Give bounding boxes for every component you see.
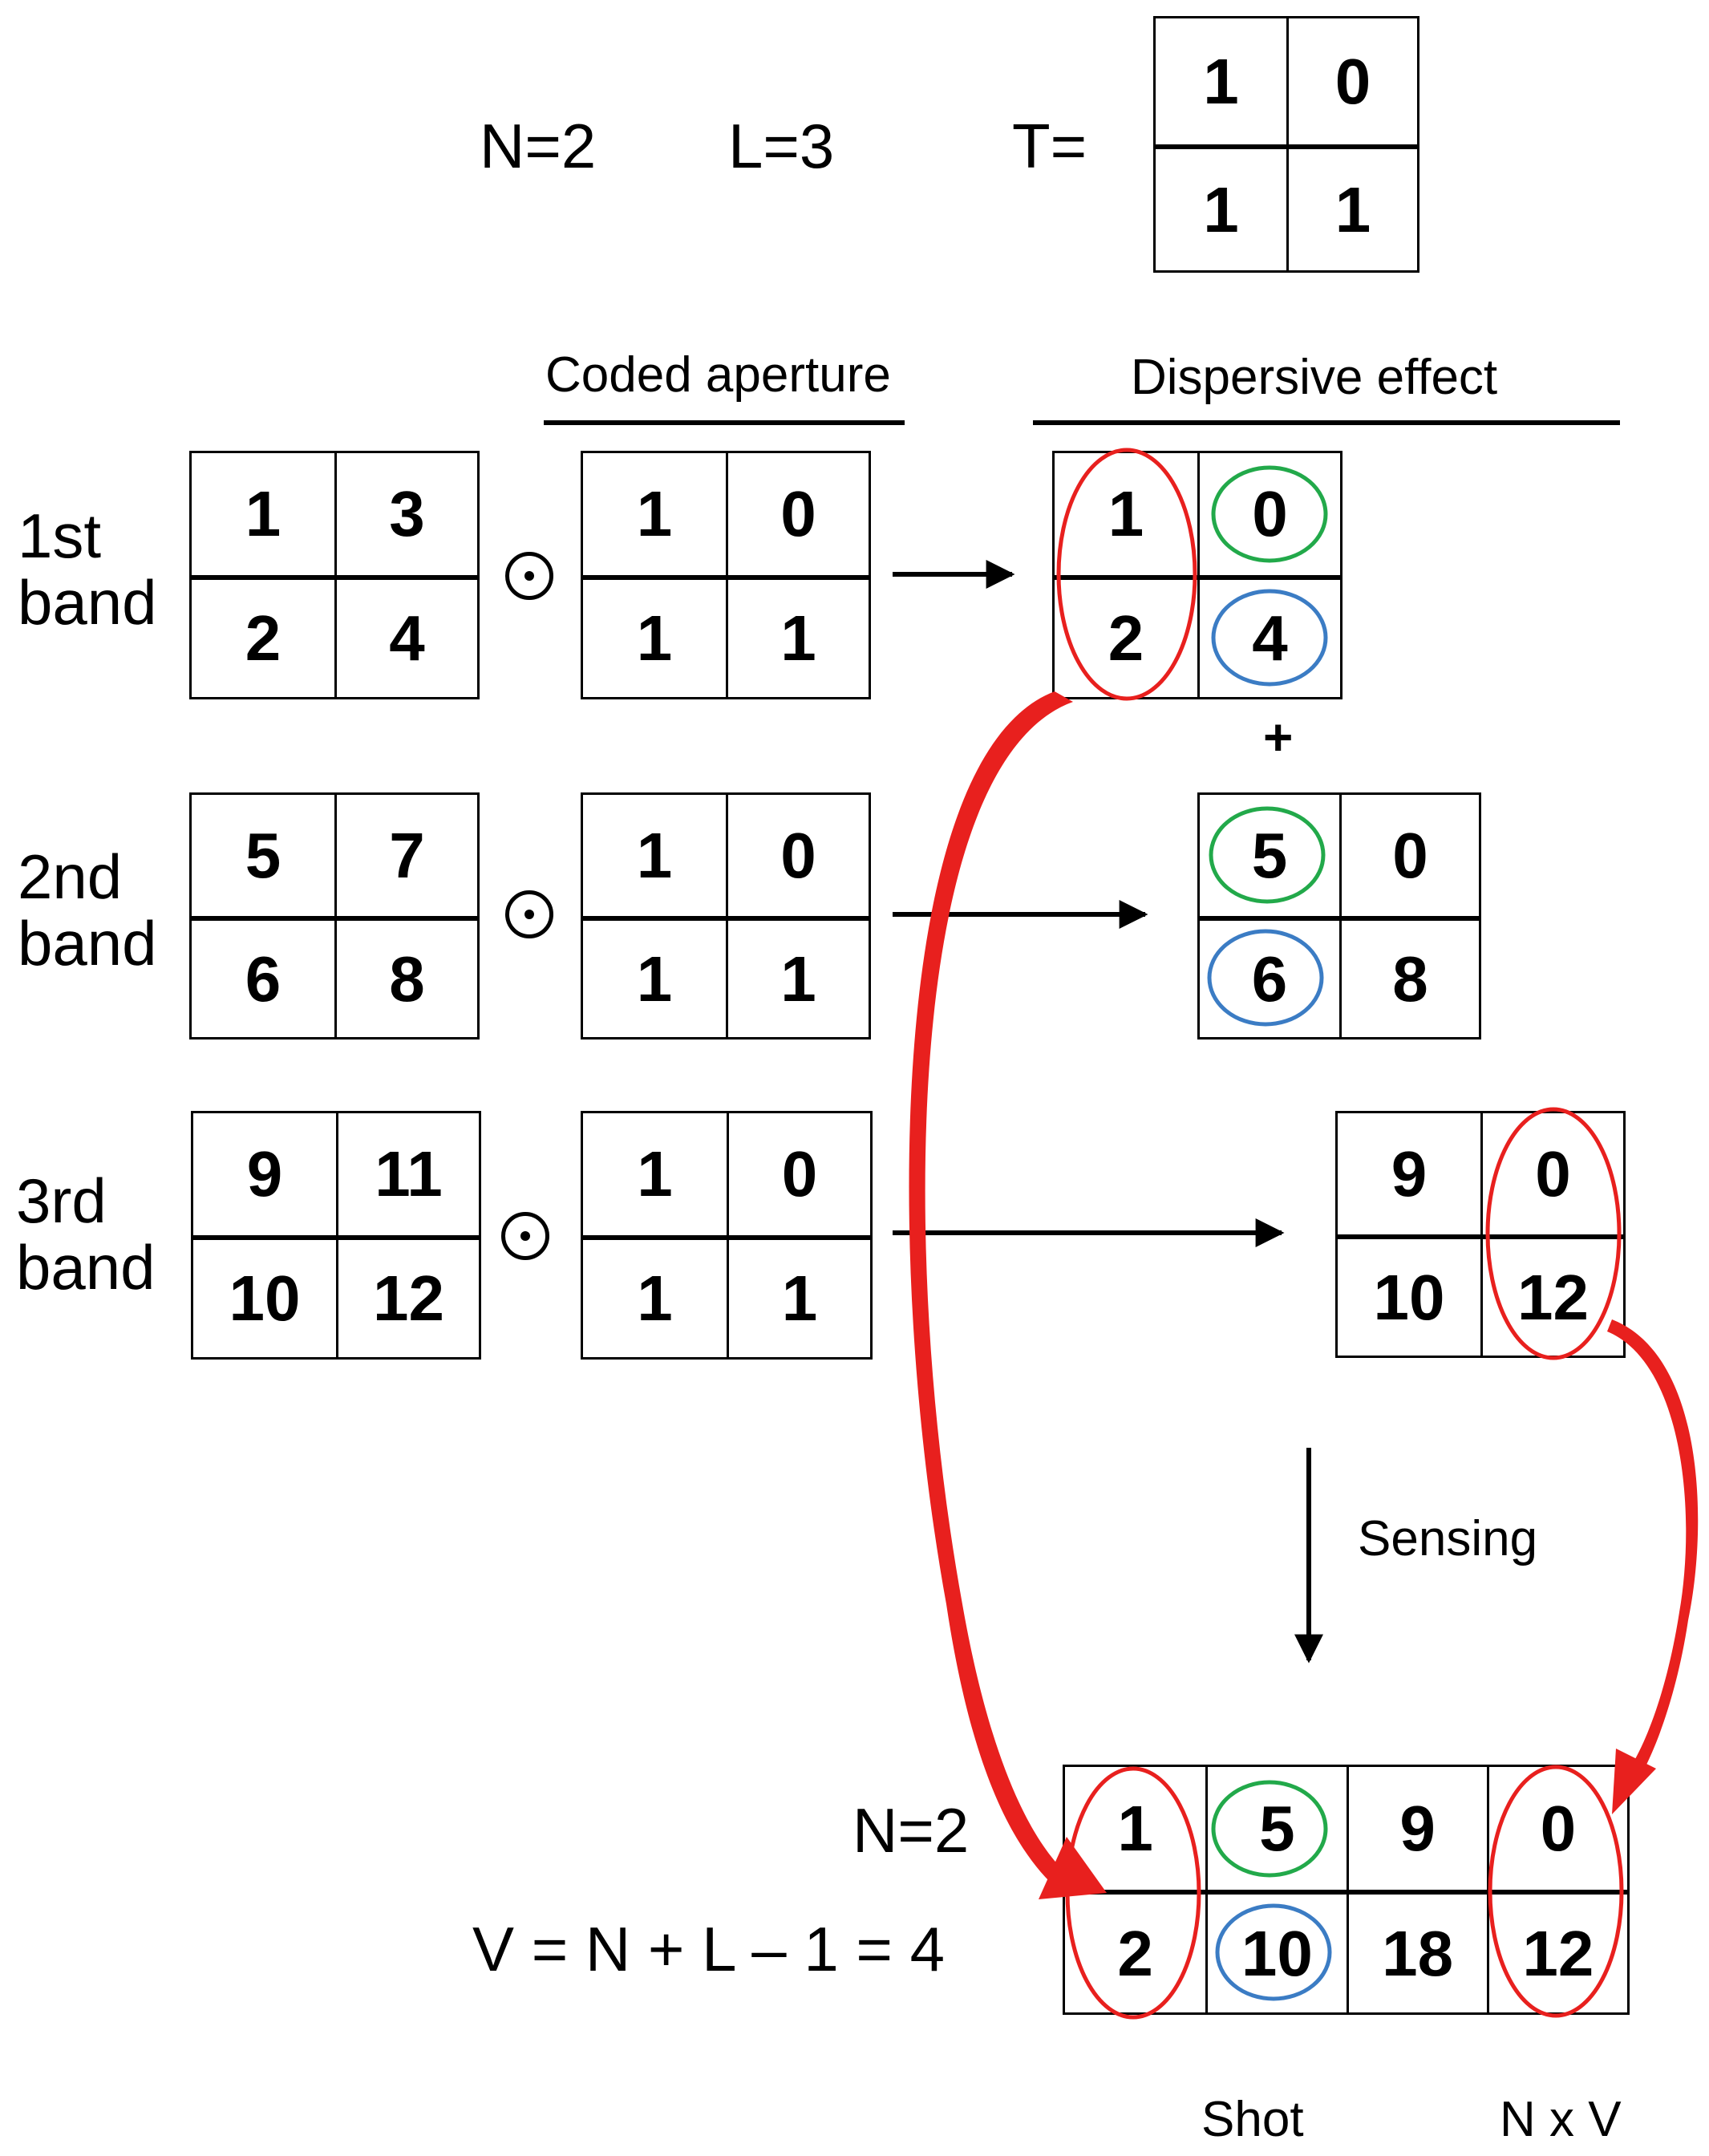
band3-dispersed-cell-r2c2: 12 xyxy=(1480,1234,1623,1356)
measurement-matrix-cell-r1c3: 9 xyxy=(1346,1767,1487,1890)
band1-cube-cell-r1c2: 3 xyxy=(334,453,477,575)
dispersive-effect-header: Dispersive effect xyxy=(1131,350,1498,405)
band3-cube-cell-r2c1: 10 xyxy=(193,1235,336,1357)
band1-mask-cell-r1c1: 1 xyxy=(636,478,673,549)
band2-dispersed-cell-r2c2: 8 xyxy=(1339,916,1479,1037)
band1-cube-cell-r2c1: 2 xyxy=(192,575,334,697)
param-l: L=3 xyxy=(728,111,835,181)
band-label-1-line2: band xyxy=(18,566,157,638)
dispersive-effect-underline xyxy=(1033,420,1620,425)
measurement-matrix-cell-r2c1: 2 xyxy=(1065,1890,1206,2012)
band2-cube-cell-r2c1: 6 xyxy=(192,916,334,1037)
curved-arrow-right-head xyxy=(1612,1749,1656,1814)
highlight-green-band1 xyxy=(1211,465,1328,563)
curved-arrow-left xyxy=(909,691,1079,1886)
param-n: N=2 xyxy=(480,111,597,181)
band1-cube-cell-r2c2: 4 xyxy=(334,575,477,697)
band-label-2-line1: 2nd xyxy=(18,841,123,912)
coded-aperture-underline xyxy=(544,420,905,425)
band3-mask-cell-r1c1: 1 xyxy=(637,1138,673,1210)
hadamard-operator-icon-2 xyxy=(505,890,553,938)
band1-mask-cell-r2c2: 1 xyxy=(726,575,869,697)
band-label-3-line2: band xyxy=(16,1231,156,1303)
band3-mask-cell-r1c2: 0 xyxy=(727,1113,870,1235)
band3-dispersed-cell-r2c1: 10 xyxy=(1338,1234,1480,1356)
curved-arrow-right xyxy=(1607,1319,1699,1777)
band2-cube-cell-r1c2: 7 xyxy=(334,795,477,916)
t-matrix-cell-r2c1: 1 xyxy=(1156,144,1286,270)
band3-mask-cell-r2c2: 1 xyxy=(727,1235,870,1357)
t-matrix-cell-r2c2: 1 xyxy=(1286,144,1417,270)
highlight-green-band2 xyxy=(1209,806,1326,904)
output-n-label: N=2 xyxy=(852,1795,970,1866)
t-matrix-cell-r1c2: 0 xyxy=(1286,18,1417,144)
highlight-blue-band1 xyxy=(1211,589,1328,687)
shot-label: Shot xyxy=(1201,2092,1304,2147)
band2-dispersed-cell-r1c2: 0 xyxy=(1339,795,1479,916)
dims-label: N x V xyxy=(1500,2092,1622,2147)
band3-cube-cell-r1c1: 9 xyxy=(246,1138,283,1210)
plus-sign: + xyxy=(1263,708,1294,766)
measurement-matrix-cell-r2c2: 10 xyxy=(1205,1890,1347,2012)
highlight-green-output xyxy=(1211,1780,1328,1878)
band3-cube-cell-r1c2: 11 xyxy=(336,1113,479,1235)
hadamard-operator-icon-3 xyxy=(501,1212,549,1260)
t-matrix-cell-r1c1: 1 xyxy=(1203,45,1239,117)
curved-arrow-left-head xyxy=(1039,1837,1107,1899)
band2-dispersed-cell-r1c1: 5 xyxy=(1251,819,1288,891)
measurement-matrix-cell-r2c4: 12 xyxy=(1486,1890,1627,2012)
band3-mask-cell-r2c1: 1 xyxy=(583,1235,727,1357)
band2-mask-cell-r1c2: 0 xyxy=(726,795,869,916)
measurement-matrix-cell-r1c1: 1 xyxy=(1117,1792,1153,1864)
band3-dispersed-cell-r1c2: 0 xyxy=(1480,1113,1623,1234)
band2-mask-cell-r1c1: 1 xyxy=(636,819,673,891)
band2-dispersed-cell-r2c1: 6 xyxy=(1200,916,1339,1037)
band2-cube-cell-r1c1: 5 xyxy=(245,819,281,891)
band3-cube-cell-r2c2: 12 xyxy=(336,1235,479,1357)
band2-cube-cell-r2c2: 8 xyxy=(334,916,477,1037)
band-label-3: 3rd band xyxy=(16,1168,156,1300)
highlight-blue-output xyxy=(1215,1903,1332,2001)
measurement-matrix-cell-r1c4: 0 xyxy=(1486,1767,1627,1890)
coded-aperture-header: Coded aperture xyxy=(545,347,891,403)
band-label-2: 2nd band xyxy=(18,844,157,976)
band2-mask-cell-r2c2: 1 xyxy=(726,916,869,1037)
band1-dispersed-cell-r1c1: 1 xyxy=(1108,478,1144,549)
band-label-3-line1: 3rd xyxy=(16,1165,107,1236)
band3-dispersed-cell-r1c1: 9 xyxy=(1391,1137,1428,1210)
output-v-label: V = N + L – 1 = 4 xyxy=(472,1914,945,1984)
band-label-1: 1st band xyxy=(18,503,157,635)
band1-mask-cell-r1c2: 0 xyxy=(726,453,869,575)
band-label-1-line1: 1st xyxy=(18,500,102,571)
highlight-output-col4 xyxy=(1488,1765,1624,2018)
band1-dispersed-cell-r2c2: 4 xyxy=(1197,575,1340,697)
band1-dispersed-cell-r1c2: 0 xyxy=(1197,453,1340,575)
hadamard-operator-icon-1 xyxy=(505,552,553,600)
highlight-band1-col1 xyxy=(1056,448,1197,701)
band-label-2-line2: band xyxy=(18,907,157,979)
measurement-matrix-cell-r2c3: 18 xyxy=(1346,1890,1487,2012)
highlight-blue-band2 xyxy=(1207,929,1324,1027)
highlight-band3-col2 xyxy=(1485,1107,1622,1360)
band1-mask-cell-r2c1: 1 xyxy=(583,575,726,697)
sensing-label: Sensing xyxy=(1358,1511,1538,1566)
band2-mask-cell-r2c1: 1 xyxy=(583,916,726,1037)
band1-cube-cell-r1c1: 1 xyxy=(245,478,281,549)
measurement-matrix-cell-r1c2: 5 xyxy=(1205,1767,1346,1890)
band1-dispersed-cell-r2c1: 2 xyxy=(1055,575,1197,697)
param-t: T= xyxy=(1012,111,1087,181)
